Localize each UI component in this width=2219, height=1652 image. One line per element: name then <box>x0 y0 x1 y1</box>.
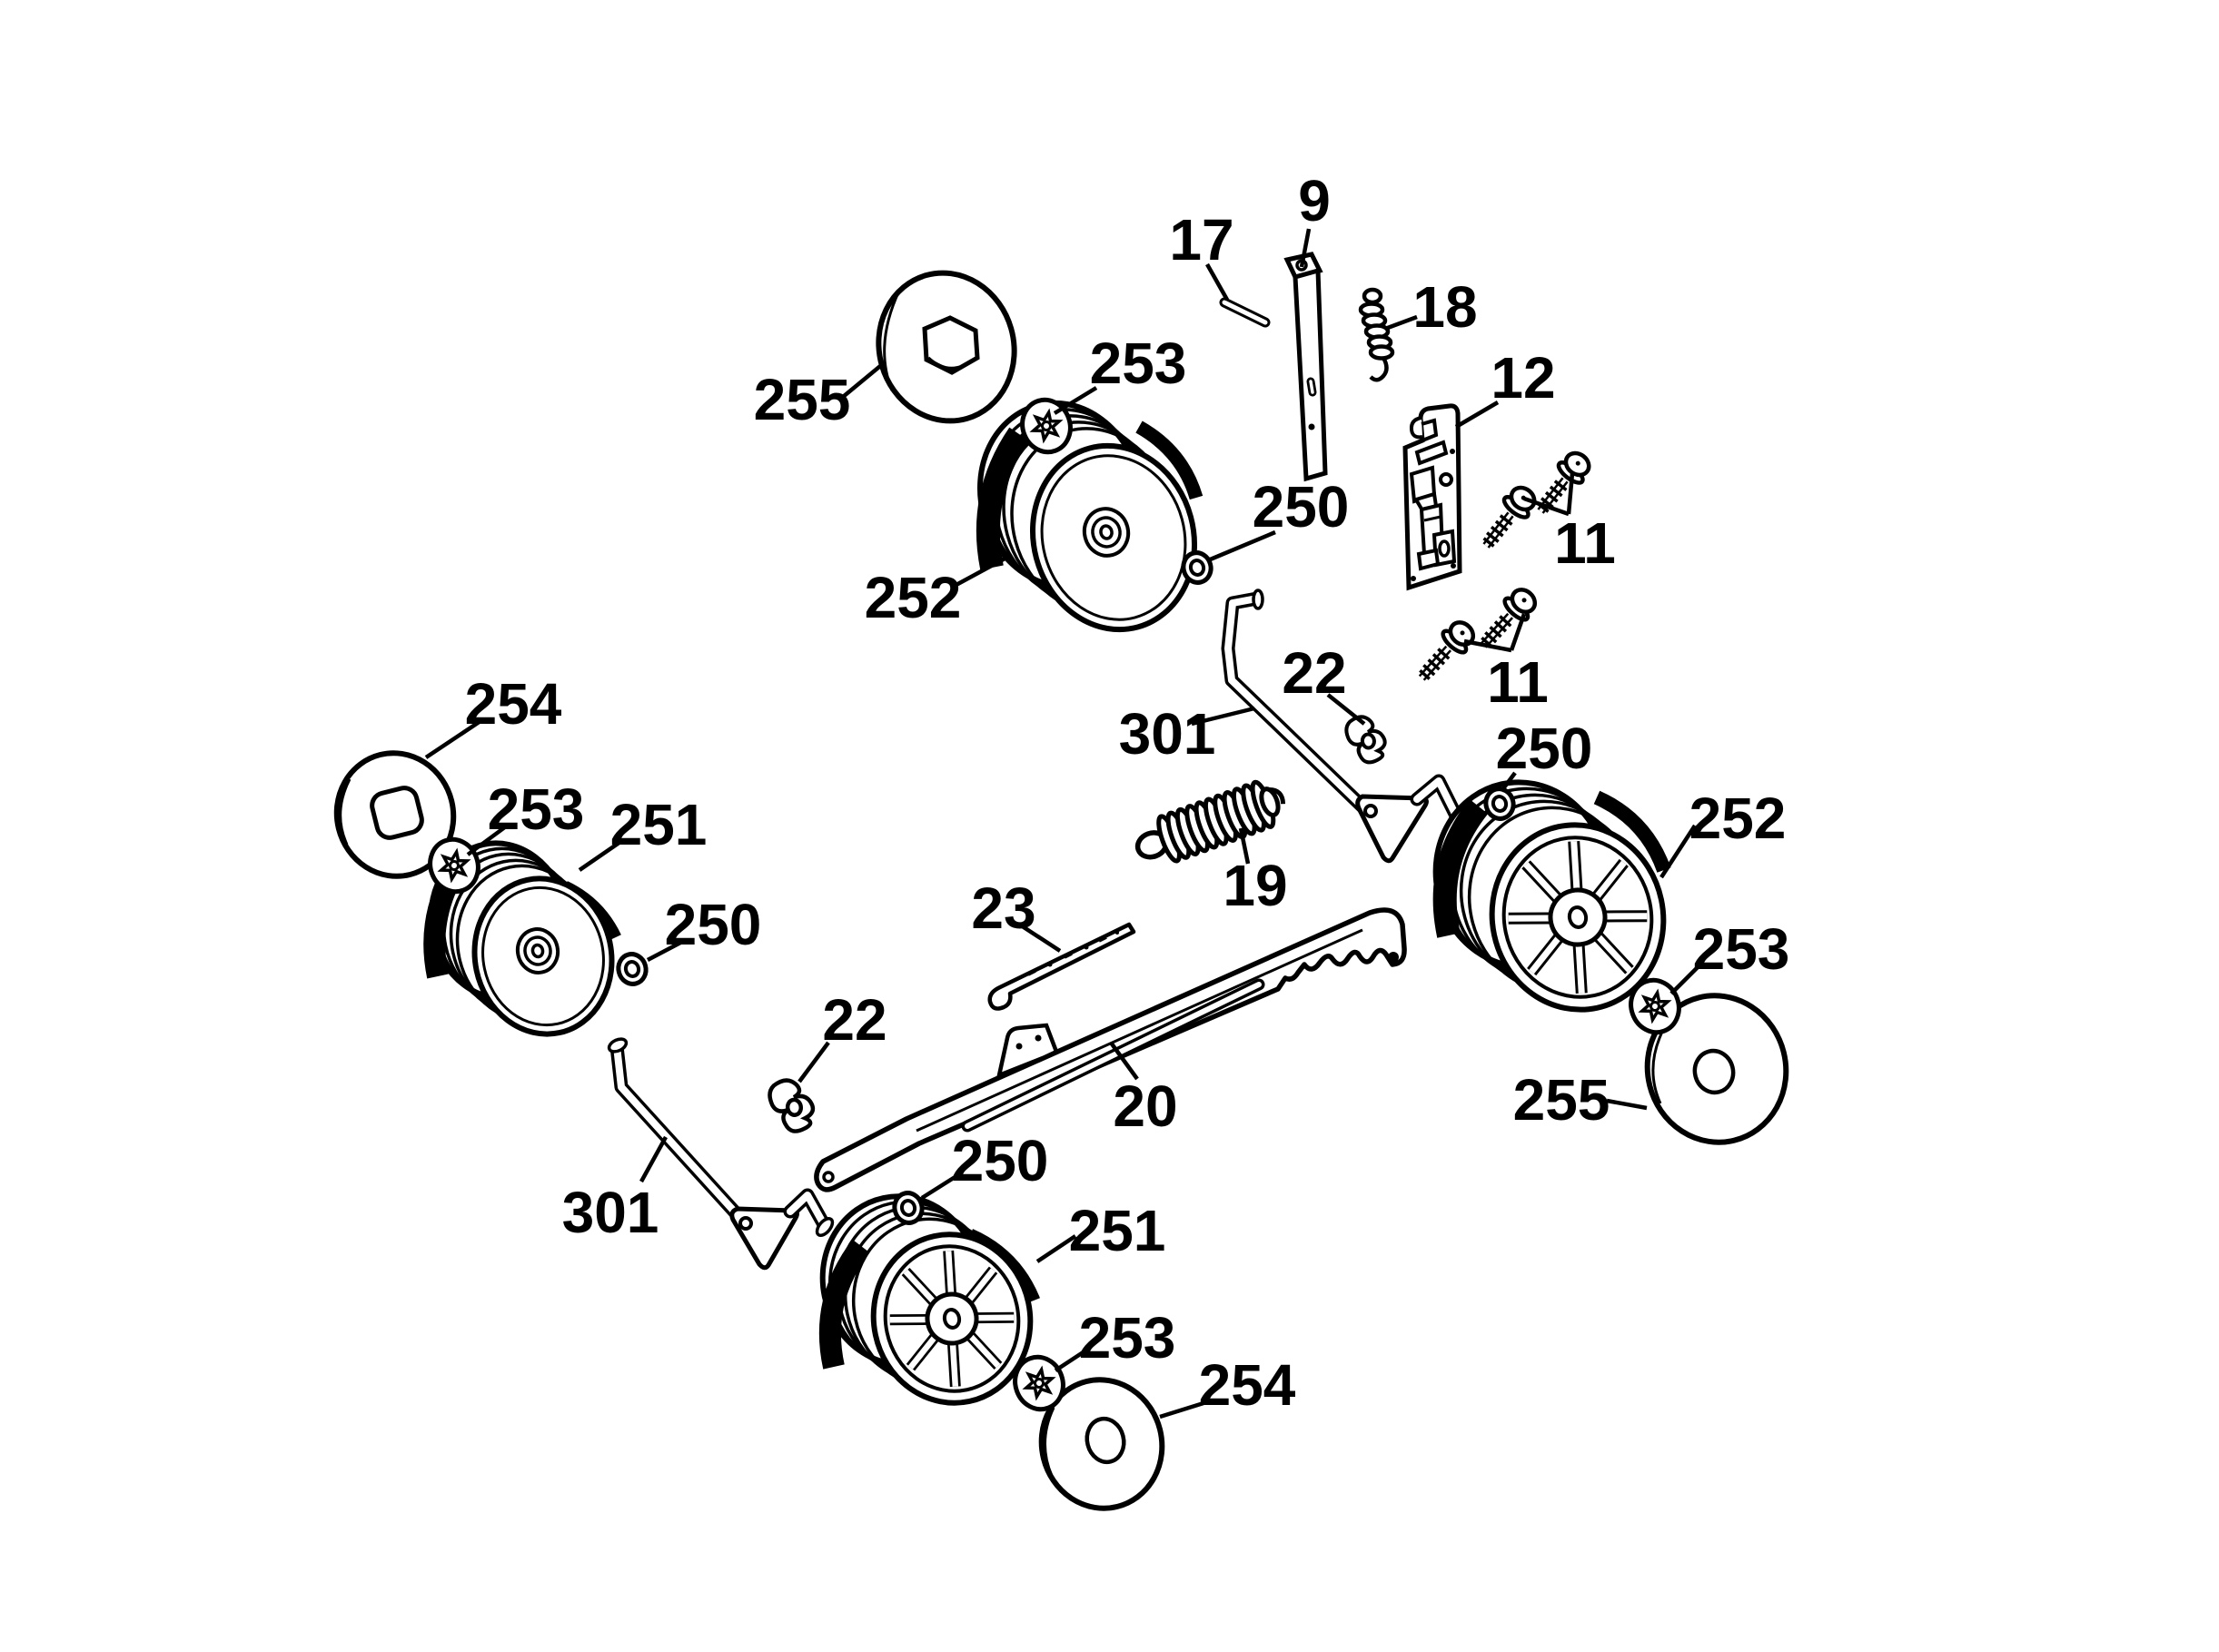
callout-253-right: 253 <box>1693 916 1790 982</box>
wheel-252-right <box>1432 779 1671 1013</box>
washer-250-left <box>615 951 649 987</box>
callout-17: 17 <box>1169 207 1233 272</box>
tread-shading <box>1135 420 1204 500</box>
hubcap-254-bottom <box>1038 1377 1165 1511</box>
index-bracket-23 <box>987 922 1136 1011</box>
callout-251-bottom: 251 <box>1069 1198 1166 1263</box>
adjuster-lever-20 <box>814 907 1407 1192</box>
callout-253-left: 253 <box>488 777 585 842</box>
center-hole <box>1085 1416 1126 1465</box>
clip-22-upper <box>1342 712 1390 767</box>
callout-253-bottom: 253 <box>1079 1305 1176 1370</box>
screw-11-c <box>1411 617 1479 688</box>
center-hole <box>1692 1048 1736 1095</box>
callout-250-bottom: 250 <box>952 1128 1049 1193</box>
tread-shading <box>1593 790 1671 873</box>
callout-11-b: 11 <box>1487 649 1549 715</box>
callout-9: 9 <box>1298 168 1331 233</box>
axle-tube-end <box>1252 589 1264 610</box>
tread-shading <box>976 427 1029 570</box>
callout-252-upper: 252 <box>865 565 962 630</box>
callout-22-lower: 22 <box>822 987 887 1053</box>
pin-17 <box>1219 297 1271 328</box>
callout-12: 12 <box>1491 345 1555 411</box>
axle-tube-end <box>607 1037 629 1054</box>
wheel-spokes <box>1508 840 1648 994</box>
handle-bracket-9 <box>1283 252 1328 482</box>
callout-250-left: 250 <box>665 892 762 957</box>
wheel-251-bottom <box>818 1193 1040 1406</box>
lever-tab <box>996 1023 1059 1079</box>
mounting-plate-12 <box>1402 403 1462 591</box>
callout-23: 23 <box>971 875 1035 941</box>
lever-end-dot <box>1388 952 1399 963</box>
wheel-252-upper <box>976 400 1204 633</box>
leader-lines <box>424 228 1700 1420</box>
callout-250-upper: 250 <box>1253 474 1350 539</box>
callout-19: 19 <box>1223 853 1287 918</box>
hubcap-255-upper <box>876 270 1017 424</box>
rear-axle-rod-301 <box>607 1037 835 1271</box>
link-spring-18 <box>1358 287 1395 382</box>
callout-301-upper: 301 <box>1119 701 1216 767</box>
callout-252-right: 252 <box>1689 786 1787 851</box>
callout-11-a: 11 <box>1554 510 1616 576</box>
screw-11-b <box>1529 447 1595 519</box>
hex-hole <box>922 315 980 375</box>
hubcap-255-right <box>1644 993 1789 1145</box>
extension-spring-19 <box>1134 779 1286 864</box>
callout-254-left: 254 <box>465 671 562 737</box>
callout-255-right: 255 <box>1513 1067 1610 1133</box>
callout-22-upper: 22 <box>1282 640 1346 706</box>
clip-22-lower <box>768 1077 816 1134</box>
callout-255-upper: 255 <box>754 367 851 432</box>
wheel-spokes <box>889 1250 1015 1388</box>
screw-11-a <box>1474 481 1540 554</box>
tread-shading <box>1432 798 1489 938</box>
square-hole <box>370 786 424 840</box>
callout-254-bottom: 254 <box>1199 1352 1296 1418</box>
callout-301-lower: 301 <box>562 1180 659 1245</box>
callout-20: 20 <box>1113 1073 1177 1139</box>
callout-labels: 9 17 18 12 11 11 255 253 250 252 254 253… <box>465 168 1790 1418</box>
hubcap-254-left <box>333 750 457 879</box>
wheel-251-left <box>423 840 621 1037</box>
callout-251-left: 251 <box>610 792 708 857</box>
callout-253-upper: 253 <box>1090 331 1187 396</box>
tread-shading <box>818 1239 870 1370</box>
callout-250-right: 250 <box>1496 716 1593 781</box>
callout-18: 18 <box>1412 274 1477 340</box>
